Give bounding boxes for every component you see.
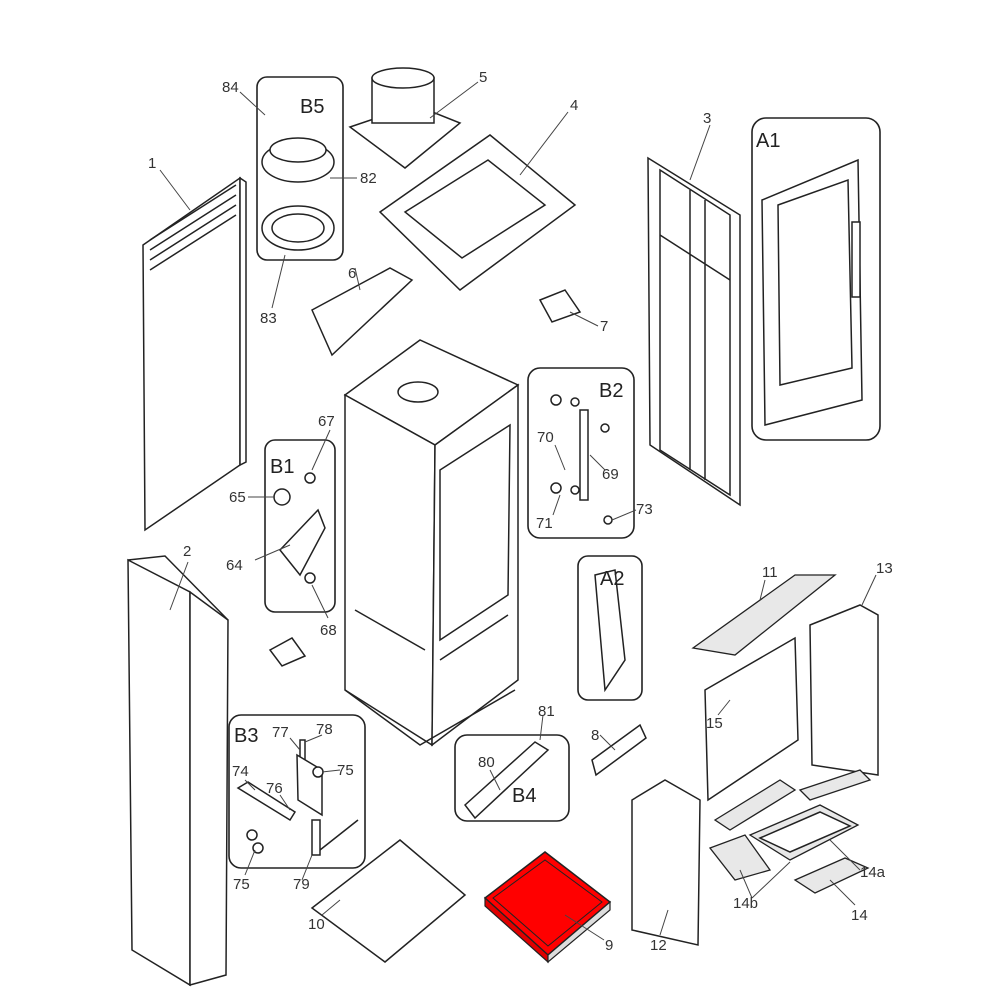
group-label-b4: B4: [512, 785, 536, 807]
label-75-bottom: 75: [233, 876, 250, 893]
group-box-b4: [454, 734, 570, 822]
part-3-frame[interactable]: [647, 156, 741, 507]
label-3: 3: [703, 110, 711, 127]
part-1-side-panel[interactable]: [142, 176, 247, 532]
label-9: 9: [605, 937, 613, 954]
part-a2-hinge[interactable]: [594, 569, 626, 693]
label-8: 8: [591, 727, 599, 744]
part-8-plate[interactable]: [591, 723, 647, 777]
label-84: 84: [222, 79, 239, 96]
label-71: 71: [536, 515, 553, 532]
group-label-b3: B3: [234, 725, 258, 747]
label-73: 73: [636, 501, 653, 518]
label-70: 70: [537, 429, 554, 446]
part-10-base-plate[interactable]: [310, 839, 467, 963]
door-handle: [851, 221, 861, 298]
group-label-b2: B2: [599, 380, 623, 402]
label-83: 83: [260, 310, 277, 327]
leader-lines: [159, 81, 877, 941]
part-b1-hinge[interactable]: [273, 472, 326, 584]
group-label-b1: B1: [270, 456, 294, 478]
stove-body[interactable]: [343, 339, 520, 747]
label-79: 79: [293, 876, 310, 893]
group-label-b5: B5: [300, 96, 324, 118]
label-14: 14: [851, 907, 868, 924]
label-64: 64: [226, 557, 243, 574]
part-a1-door[interactable]: [761, 158, 863, 426]
label-76: 76: [266, 780, 283, 797]
part-15-side-panel[interactable]: [704, 636, 799, 802]
group-label-a1: A1: [756, 130, 780, 152]
group-box-a1: [751, 117, 881, 441]
label-77: 77: [272, 724, 289, 741]
loose-bracket[interactable]: [268, 637, 307, 667]
label-14a: 14a: [860, 864, 886, 881]
part-b4-handle[interactable]: [463, 741, 550, 820]
label-82: 82: [360, 170, 377, 187]
label-2: 2: [183, 543, 191, 560]
label-5: 5: [479, 69, 487, 86]
part-11-baffle[interactable]: [691, 574, 837, 656]
label-14b: 14b: [733, 895, 758, 912]
label-1: 1: [148, 155, 156, 172]
part-9-ash-pan[interactable]: [483, 851, 612, 964]
label-7: 7: [600, 318, 608, 335]
group-box-b1: [264, 439, 336, 613]
label-6: 6: [348, 265, 356, 282]
part-b2-hinge[interactable]: [550, 394, 613, 525]
label-75-top: 75: [337, 762, 354, 779]
label-81: 81: [538, 703, 555, 720]
label-15: 15: [706, 715, 723, 732]
label-69: 69: [602, 466, 619, 483]
part-13-back-panel[interactable]: [809, 604, 879, 776]
group-box-b3: [228, 714, 366, 869]
label-65: 65: [229, 489, 246, 506]
part-b5-flue-rings[interactable]: [261, 137, 335, 251]
part-5-flue-collar[interactable]: [348, 67, 462, 169]
part-7-hinge[interactable]: [538, 289, 582, 323]
label-74: 74: [232, 763, 249, 780]
label-78: 78: [316, 721, 333, 738]
label-10: 10: [308, 916, 325, 933]
part-4-top-plate[interactable]: [378, 134, 577, 291]
label-11: 11: [762, 564, 778, 581]
label-12: 12: [650, 937, 667, 954]
label-13: 13: [876, 560, 893, 577]
part-2-side-panel[interactable]: [127, 555, 229, 987]
part-12-brick[interactable]: [631, 779, 701, 946]
part-6-bracket[interactable]: [311, 267, 414, 357]
label-68: 68: [320, 622, 337, 639]
label-4: 4: [570, 97, 578, 114]
group-box-a2: [577, 555, 643, 701]
group-label-a2: A2: [600, 568, 624, 590]
label-67: 67: [318, 413, 335, 430]
part-b3-mechanism[interactable]: [236, 739, 359, 856]
part-14-firebricks[interactable]: [708, 769, 872, 894]
group-box-b5: [256, 76, 344, 261]
group-box-b2: [527, 367, 635, 539]
label-80: 80: [478, 754, 495, 771]
